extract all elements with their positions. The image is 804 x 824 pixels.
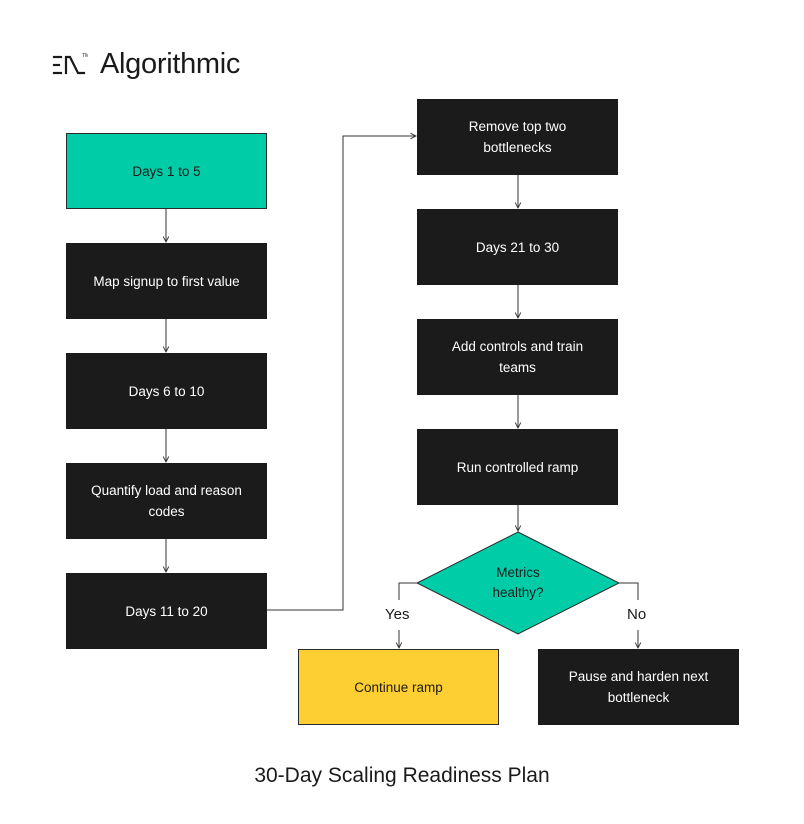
node-days-6-10: Days 6 to 10 [66, 353, 267, 429]
algorithmic-logo-icon: TM [52, 53, 88, 74]
node-days-1-5: Days 1 to 5 [66, 133, 267, 209]
node-continue-ramp: Continue ramp [298, 649, 499, 725]
arrow-no-branch [619, 582, 639, 600]
brand-name: Algorithmic [100, 48, 241, 80]
node-remove-bottlenecks: Remove top two bottlenecks [417, 99, 618, 175]
decision-diamond [415, 531, 621, 635]
brand-logo: TM Algorithmic [52, 48, 240, 81]
arrow-yes-branch [398, 582, 418, 600]
branch-label-no: No [627, 606, 647, 623]
branch-label-yes: Yes [385, 606, 410, 623]
node-days-21-30: Days 21 to 30 [417, 209, 618, 285]
node-run-ramp: Run controlled ramp [417, 429, 618, 505]
node-days-11-20: Days 11 to 20 [66, 573, 267, 649]
node-add-controls: Add controls and train teams [417, 319, 618, 395]
diagram-title: 30-Day Scaling Readiness Plan [254, 764, 550, 787]
node-map-signup: Map signup to first value [66, 243, 267, 319]
trademark-symbol: TM [82, 53, 88, 59]
decision-label: Metrics healthy? [492, 565, 544, 600]
arrow-days11-to-remove [267, 136, 416, 611]
node-pause-harden: Pause and harden next bottleneck [538, 649, 739, 725]
node-quantify-load: Quantify load and reason codes [66, 463, 267, 539]
